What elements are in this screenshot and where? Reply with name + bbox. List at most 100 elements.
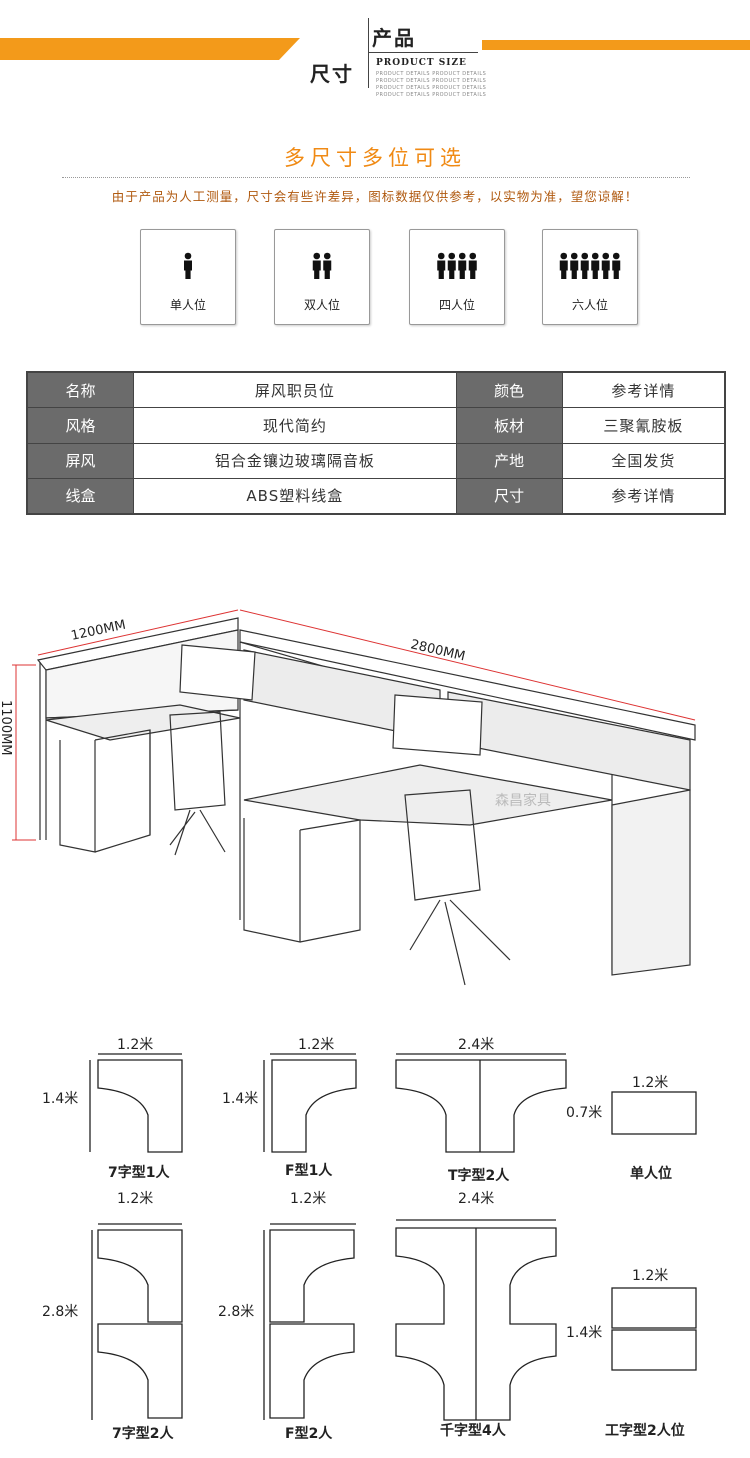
spec-value: 参考详情: [561, 371, 726, 409]
plan-caption: F型2人: [285, 1426, 333, 1442]
spec-value: 屏风职员位: [133, 371, 457, 409]
seat-option-six[interactable]: 六人位: [542, 229, 638, 325]
header-sub-line: PRODUCT DETAILS PRODUCT DETAILS: [376, 78, 487, 84]
person-legs: [571, 270, 577, 279]
person-head: [458, 252, 466, 260]
plan-height-label: 0.7米: [566, 1105, 603, 1121]
spec-value: 全国发货: [561, 442, 726, 479]
person-legs: [592, 270, 598, 279]
seat-option-single[interactable]: 单人位: [140, 229, 236, 325]
spec-key: 名称: [27, 371, 134, 409]
person-body: [184, 260, 192, 271]
person-head: [448, 252, 456, 260]
dimension-height-label: 1100MM: [0, 700, 13, 756]
spec-key: 颜色: [455, 371, 563, 409]
person-icon: [184, 252, 192, 279]
plan-caption: 千字型4人: [440, 1423, 506, 1439]
plan-caption: 7字型2人: [112, 1426, 174, 1442]
person-legs: [314, 270, 320, 279]
person-legs: [470, 270, 476, 279]
table-row: 风格 现代简约 板材 三聚氰胺板: [27, 407, 726, 444]
header-sub-line: PRODUCT DETAILS PRODUCT DETAILS: [376, 85, 487, 91]
plan-height-label: 1.4米: [222, 1091, 259, 1107]
spec-key: 尺寸: [455, 477, 563, 515]
spec-table: 名称 屏风职员位 颜色 参考详情 风格 现代简约 板材 三聚氰胺板 屏风 铝合金…: [26, 371, 726, 515]
person-body: [468, 260, 477, 271]
disclaimer-note: 由于产品为人工测量，尺寸会有些许差异，图标数据仅供参考，以实物为准，望您谅解！: [111, 189, 639, 204]
plan-caption: 7字型1人: [108, 1165, 170, 1181]
seat-option-label: 四人位: [438, 298, 475, 312]
header-accent-bar-right: [482, 40, 750, 50]
person-legs: [459, 270, 465, 279]
table-row: 线盒 ABS塑料线盒 尺寸 参考详情: [27, 477, 726, 515]
plan-height-label: 1.4米: [566, 1325, 603, 1341]
person-head: [313, 252, 321, 260]
person-head: [469, 252, 477, 260]
plan-caption: 工字型2人位: [605, 1423, 685, 1439]
person-head: [602, 252, 610, 260]
person-legs: [613, 270, 619, 279]
person-head: [591, 252, 599, 260]
people-icon: [437, 252, 477, 279]
spec-value: 参考详情: [561, 477, 726, 515]
seat-option-double[interactable]: 双人位: [274, 229, 370, 325]
spec-value: 三聚氰胺板: [561, 407, 726, 444]
person-body: [591, 260, 600, 271]
dimension-width-label: 1200MM: [70, 618, 127, 644]
plan-caption: T字型2人: [448, 1168, 510, 1184]
plan-width-label: 1.2米: [290, 1191, 327, 1207]
plan-width-label: 1.2米: [632, 1268, 669, 1284]
watermark-text: 森昌家具: [495, 792, 551, 809]
plan-width-label: 1.2米: [298, 1037, 335, 1053]
plan-caption: 单人位: [630, 1166, 672, 1182]
header-accent-bar-left: [0, 38, 300, 60]
spec-value: 铝合金镶边玻璃隔音板: [133, 442, 457, 479]
plan-width-label: 1.2米: [117, 1191, 154, 1207]
seat-option-label: 六人位: [571, 298, 608, 312]
plan-width-label: 1.2米: [117, 1037, 154, 1053]
person-body: [559, 260, 568, 271]
header-title-en: PRODUCT SIZE: [376, 58, 467, 68]
person-legs: [603, 270, 609, 279]
workstation-drawing: 1200MM 2800MM 1100MM 森昌家具: [0, 609, 696, 986]
spec-key: 风格: [27, 407, 134, 444]
seat-option-label: 单人位: [169, 298, 206, 312]
person-legs: [185, 270, 191, 279]
spec-key: 板材: [455, 407, 563, 444]
person-head: [184, 252, 192, 260]
person-body: [580, 260, 589, 271]
plan-width-label: 1.2米: [632, 1075, 669, 1091]
spec-value: 现代简约: [133, 407, 457, 444]
header-divider-vertical: [368, 18, 369, 88]
person-legs: [582, 270, 588, 279]
person-body: [570, 260, 579, 271]
seat-option-four[interactable]: 四人位: [409, 229, 505, 325]
header-sub-line: PRODUCT DETAILS PRODUCT DETAILS: [376, 71, 487, 77]
header-sub-line: PRODUCT DETAILS PRODUCT DETAILS: [376, 92, 487, 98]
person-body: [323, 260, 332, 271]
plan-width-label: 2.4米: [458, 1037, 495, 1053]
plan-width-label: 2.4米: [458, 1191, 495, 1207]
person-head: [437, 252, 445, 260]
person-head: [570, 252, 578, 260]
person-body: [612, 260, 621, 271]
person-legs: [438, 270, 444, 279]
plan-height-label: 2.8米: [218, 1304, 255, 1320]
person-head: [612, 252, 620, 260]
floor-plan-diagrams: [89, 1053, 697, 1421]
spec-value: ABS塑料线盒: [133, 477, 457, 515]
people-icon: [312, 252, 332, 279]
section-title: 多尺寸多位可选: [284, 146, 466, 170]
person-body: [458, 260, 467, 271]
spec-key: 产地: [455, 442, 563, 479]
person-head: [560, 252, 568, 260]
plan-caption: F型1人: [285, 1163, 333, 1179]
table-row: 名称 屏风职员位 颜色 参考详情: [27, 371, 726, 409]
dimension-length-label: 2800MM: [409, 637, 466, 664]
person-legs: [449, 270, 455, 279]
plan-height-label: 1.4米: [42, 1091, 79, 1107]
seat-option-label: 双人位: [303, 298, 340, 312]
plan-height-label: 2.8米: [42, 1304, 79, 1320]
person-legs: [324, 270, 330, 279]
person-body: [312, 260, 321, 271]
